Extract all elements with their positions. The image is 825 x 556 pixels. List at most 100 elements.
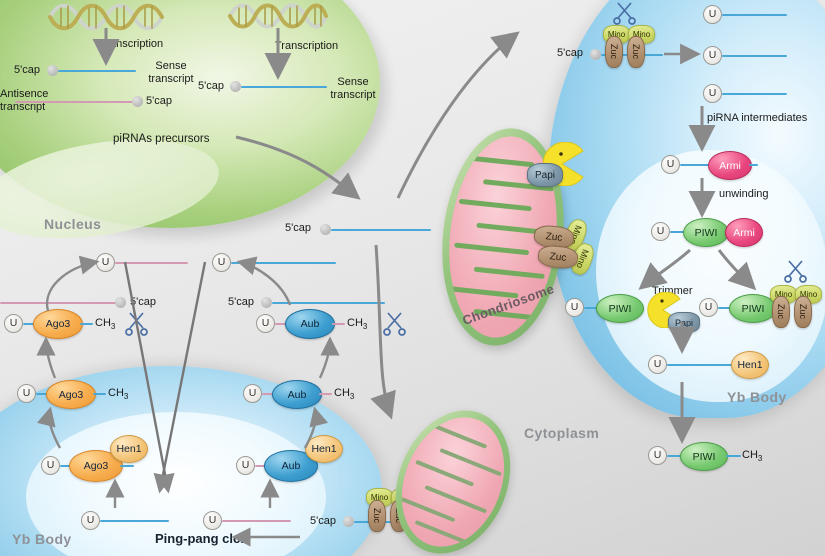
armi-protein: Armi	[725, 218, 763, 247]
cristae-icon	[400, 423, 502, 545]
scissors-icon	[383, 312, 406, 336]
trimmer-rna	[584, 307, 598, 309]
piwi-loaded-rna	[670, 231, 684, 233]
cap-label-ping-pong-inbound: 5'cap	[310, 515, 336, 527]
cap-dot-antisense	[132, 96, 143, 107]
antisense-label-line1: Antisence	[0, 88, 49, 100]
u-residue: U	[81, 511, 100, 530]
cap-dot-ping-pong-inbound	[343, 516, 354, 527]
ago3-mid-methyl-link	[93, 393, 106, 395]
methyl-label: CH3	[347, 317, 368, 332]
yb-body-left-label: Yb Body	[12, 531, 72, 547]
u-residue: U	[96, 253, 115, 272]
cap-dot-sense-left	[47, 65, 58, 76]
nucleus-label: Nucleus	[44, 216, 102, 232]
aub-guide-rna	[222, 520, 291, 522]
u-residue: U	[703, 46, 722, 65]
sense-label-line1: Sense	[155, 60, 187, 72]
ago3-hen1-link	[120, 465, 134, 467]
piwi-protein: PIWI	[729, 294, 777, 323]
hen1-protein: Hen1	[305, 435, 343, 463]
ago3-methyl-link	[80, 323, 93, 325]
antisense-label-line2: transcript	[0, 100, 46, 113]
ping-pong-product-rna	[231, 262, 336, 264]
aub-target-rna	[272, 302, 385, 304]
pirna-intermediate-rna	[722, 55, 787, 57]
sense-transcript-left	[58, 70, 136, 72]
scissors-icon	[613, 2, 636, 25]
dna-helix-icon	[48, 3, 164, 31]
cap-label-sense-right: 5'cap	[198, 80, 224, 92]
antisense-transcript-label: Antisence transcript	[0, 88, 72, 113]
papi-protein: Papi	[527, 163, 563, 187]
armi-protein: Armi	[708, 151, 752, 180]
cytoplasm-label: Cytoplasm	[524, 425, 600, 441]
u-residue: U	[236, 456, 255, 475]
cap-label-ago3-target: 5'cap	[130, 296, 156, 308]
hen1-protein: Hen1	[731, 351, 769, 379]
aub-mid-rna	[262, 393, 273, 395]
cap-label-sense-left: 5'cap	[14, 64, 40, 76]
cap-dot-aub-target	[261, 297, 272, 308]
zuc-protein: Zuc	[772, 296, 790, 328]
transcription-label-right: Transcription	[275, 40, 339, 52]
unwinding-label: unwinding	[719, 188, 769, 200]
armi-tail-rna	[749, 164, 758, 166]
pirna-intermediate-rna	[722, 14, 787, 16]
ping-pong-product-rna	[115, 262, 188, 264]
methyl-label: CH3	[742, 449, 763, 464]
u-residue: U	[212, 253, 231, 272]
cap-dot-sense-right	[230, 81, 241, 92]
piwi-protein: PIWI	[596, 294, 644, 323]
hen1-bound-rna	[667, 364, 735, 366]
aub-protein: Aub	[285, 309, 335, 339]
mature-pirna-rna	[667, 455, 681, 457]
chondriosome-bottom-matrix	[383, 401, 523, 556]
u-residue: U	[256, 314, 275, 333]
ping-pong-cycle-title: Ping-pang clcle	[155, 531, 252, 546]
hen1-protein: Hen1	[110, 435, 148, 463]
u-residue: U	[651, 222, 670, 241]
cap-label-aub-target: 5'cap	[228, 296, 254, 308]
pirna-precursors-label: piRNAs precursors	[113, 133, 210, 145]
zuc-protein: Zuc	[368, 500, 386, 532]
aub-hen1-rna	[255, 465, 266, 467]
methyl-label: CH3	[334, 387, 355, 402]
sense-transcript-label-left: Sense transcript	[138, 60, 204, 85]
u-residue: U	[17, 384, 36, 403]
pirna-intermediate-rna	[722, 93, 787, 95]
ago3-guide-rna	[100, 520, 169, 522]
armi-bound-rna	[680, 164, 710, 166]
u-residue: U	[565, 298, 584, 317]
u-residue: U	[703, 84, 722, 103]
piwi-protein: PIWI	[680, 442, 728, 471]
cap-dot-yb-entry	[590, 49, 601, 60]
zuc-protein: Zuc	[605, 36, 623, 68]
zuc-piwi-rna	[718, 307, 730, 309]
ago3-protein: Ago3	[46, 380, 96, 409]
u-residue: U	[648, 355, 667, 374]
pirna-intermediates-label: piRNA intermediates	[707, 112, 808, 124]
exported-precursor-rna	[331, 229, 431, 231]
antisense-transcript	[15, 101, 135, 103]
cap-label-antisense: 5'cap	[146, 95, 172, 107]
aub-methyl-link	[332, 323, 345, 325]
scissors-icon	[125, 312, 148, 336]
transcription-label-left: Transcription	[100, 38, 164, 50]
sense-transcript-right	[241, 86, 327, 88]
yb-body-right-label: Yb Body	[727, 389, 787, 405]
ago3-loaded-rna	[23, 323, 34, 325]
zuc-protein: Zuc	[627, 36, 645, 68]
papi-protein: Papi	[668, 312, 700, 333]
aub-loaded-rna	[275, 323, 286, 325]
sense-label-right-line1: Sense	[337, 76, 369, 88]
methyl-label: CH3	[95, 317, 116, 332]
u-residue: U	[648, 446, 667, 465]
zuc-protein: Zuc	[794, 296, 812, 328]
scissors-icon	[784, 260, 807, 283]
aub-mid-methyl-link	[319, 393, 332, 395]
aub-protein: Aub	[272, 380, 322, 409]
cap-label-exported: 5'cap	[285, 222, 311, 234]
u-residue: U	[41, 456, 60, 475]
